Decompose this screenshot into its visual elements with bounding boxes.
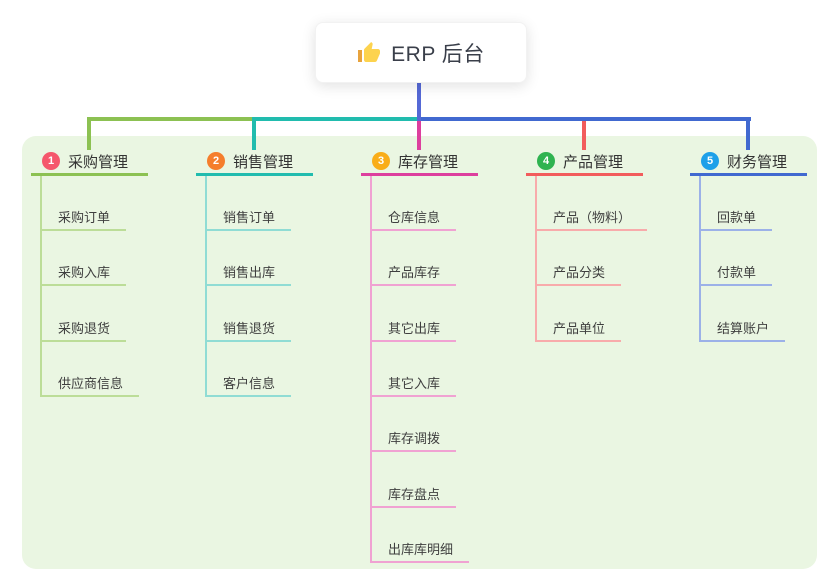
- branch-3-label: 库存管理: [398, 153, 459, 171]
- child-node-label: 采购退货: [58, 321, 111, 336]
- thumbs-up-icon: [357, 41, 381, 65]
- child-node-label: 产品单位: [553, 321, 606, 336]
- child-node[interactable]: 供应商信息: [40, 371, 139, 397]
- child-node-label: 库存盘点: [388, 487, 441, 502]
- child-node-label: 销售退货: [223, 321, 276, 336]
- child-node[interactable]: 产品（物料）: [535, 205, 647, 231]
- branch-5-label: 财务管理: [727, 153, 788, 171]
- branch-5-trunk-line: [699, 176, 701, 342]
- branch-5-number-badge: 5: [701, 152, 719, 170]
- child-node-label: 产品分类: [553, 265, 606, 280]
- branch-2-label: 销售管理: [233, 153, 294, 171]
- branch-2-number-badge: 2: [207, 152, 225, 170]
- child-node-label: 仓库信息: [388, 210, 441, 225]
- child-node[interactable]: 结算账户: [699, 316, 785, 342]
- child-node-label: 产品（物料）: [553, 210, 632, 225]
- child-node-label: 采购订单: [58, 210, 111, 225]
- branch-4-number-badge: 4: [537, 152, 555, 170]
- branches-panel: [22, 136, 817, 569]
- branch-4-header[interactable]: 4 产品管理: [526, 149, 643, 176]
- child-node-label: 结算账户: [717, 321, 770, 336]
- child-node[interactable]: 库存盘点: [370, 482, 456, 508]
- child-node-label: 付款单: [717, 265, 757, 280]
- child-node[interactable]: 采购订单: [40, 205, 126, 231]
- child-node[interactable]: 客户信息: [205, 371, 291, 397]
- child-node[interactable]: 回款单: [699, 205, 772, 231]
- branch-2-trunk-line: [205, 176, 207, 397]
- root-node-title: ERP 后台: [391, 42, 485, 66]
- connector-branch-5: [417, 117, 751, 121]
- branch-2-header[interactable]: 2 销售管理: [196, 149, 313, 176]
- child-node[interactable]: 产品库存: [370, 260, 456, 286]
- connector-drop-branch-1: [87, 117, 91, 150]
- connector-drop-branch-2: [252, 117, 256, 150]
- child-node-label: 其它入库: [388, 376, 441, 391]
- child-node[interactable]: 销售出库: [205, 260, 291, 286]
- child-node[interactable]: 产品单位: [535, 316, 621, 342]
- child-node[interactable]: 仓库信息: [370, 205, 456, 231]
- child-node-label: 其它出库: [388, 321, 441, 336]
- connector-drop-branch-3: [417, 121, 421, 150]
- connector-drop-branch-5: [746, 117, 750, 150]
- child-node[interactable]: 产品分类: [535, 260, 621, 286]
- child-node[interactable]: 销售退货: [205, 316, 291, 342]
- child-node-label: 销售订单: [223, 210, 276, 225]
- branch-4-label: 产品管理: [563, 153, 624, 171]
- branch-4-trunk-line: [535, 176, 537, 342]
- child-node-label: 回款单: [717, 210, 757, 225]
- connector-drop-branch-4: [582, 121, 586, 150]
- connector-root-stub: [417, 83, 421, 121]
- branch-3-trunk-line: [370, 176, 372, 563]
- child-node[interactable]: 付款单: [699, 260, 772, 286]
- branch-3-number-badge: 3: [372, 152, 390, 170]
- child-node-label: 库存调拨: [388, 431, 441, 446]
- child-node[interactable]: 其它入库: [370, 371, 456, 397]
- connector-branch-2: [252, 117, 421, 121]
- child-node[interactable]: 销售订单: [205, 205, 291, 231]
- child-node[interactable]: 采购入库: [40, 260, 126, 286]
- child-node[interactable]: 库存调拨: [370, 426, 456, 452]
- child-node-label: 采购入库: [58, 265, 111, 280]
- child-node-label: 客户信息: [223, 376, 276, 391]
- branch-1-number-badge: 1: [42, 152, 60, 170]
- child-node-label: 出库库明细: [388, 542, 454, 557]
- branch-3-header[interactable]: 3 库存管理: [361, 149, 478, 176]
- child-node[interactable]: 采购退货: [40, 316, 126, 342]
- root-node[interactable]: ERP 后台: [315, 22, 527, 83]
- child-node[interactable]: 出库库明细: [370, 537, 469, 563]
- branch-5-header[interactable]: 5 财务管理: [690, 149, 807, 176]
- child-node-label: 销售出库: [223, 265, 276, 280]
- branch-1-trunk-line: [40, 176, 42, 397]
- child-node[interactable]: 其它出库: [370, 316, 456, 342]
- child-node-label: 供应商信息: [58, 376, 124, 391]
- child-node-label: 产品库存: [388, 265, 441, 280]
- branch-1-header[interactable]: 1 采购管理: [31, 149, 148, 176]
- branch-1-label: 采购管理: [68, 153, 129, 171]
